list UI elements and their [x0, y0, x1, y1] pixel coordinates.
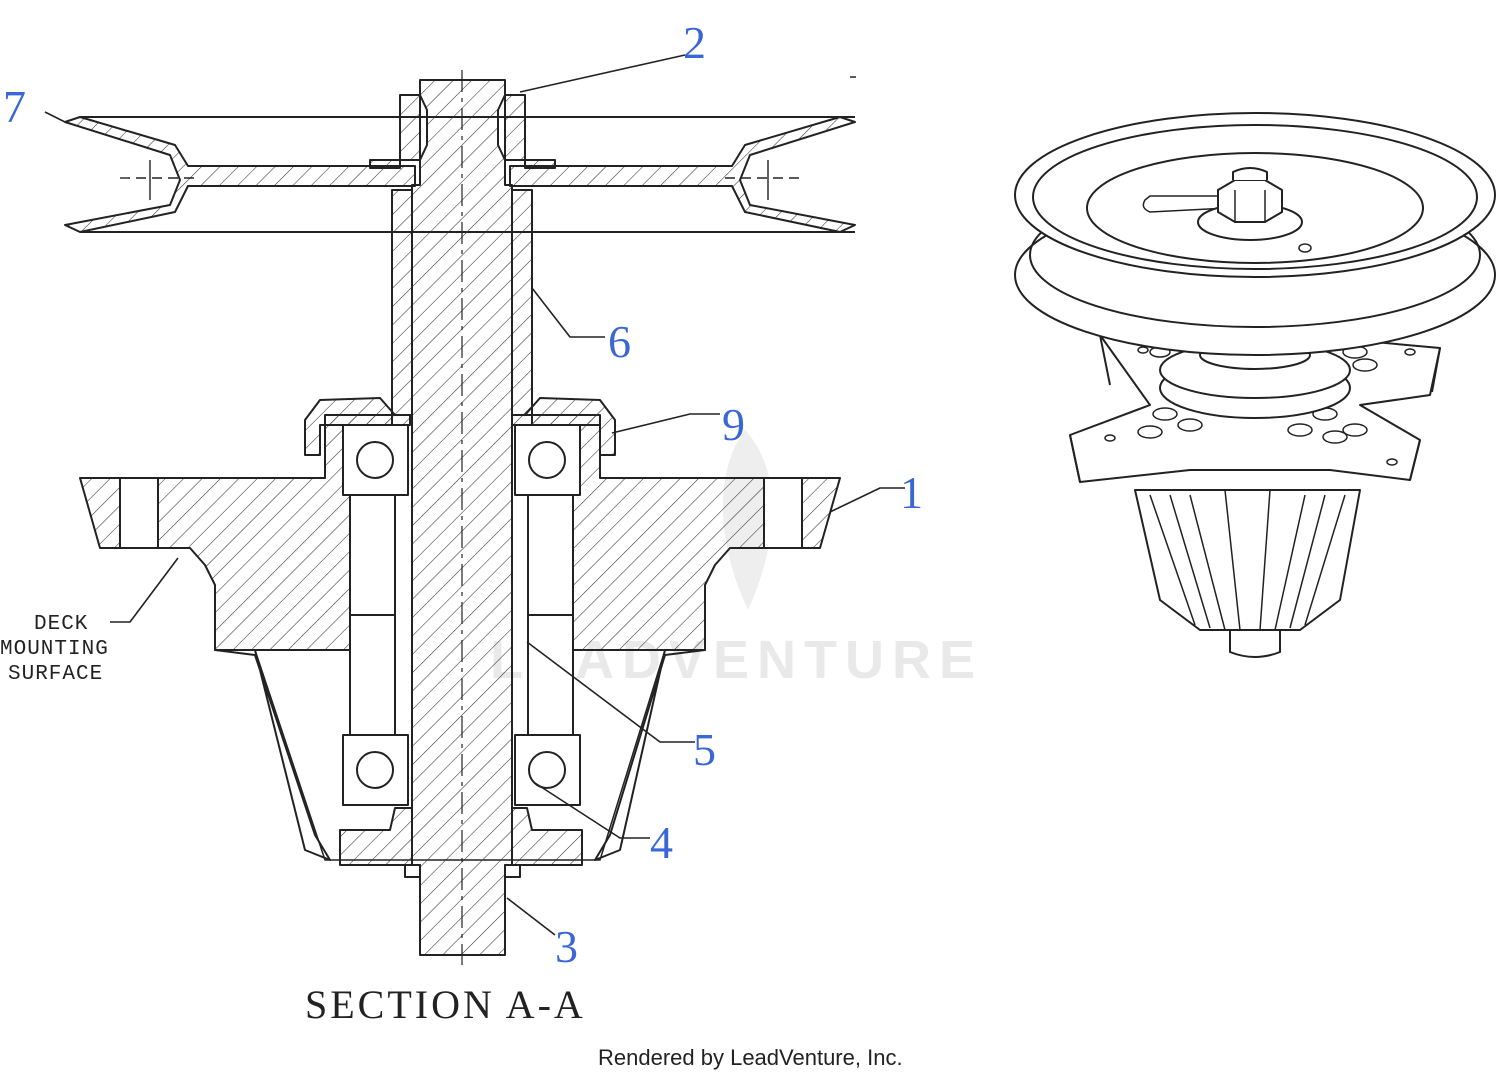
note-line-1: DECK — [34, 613, 88, 636]
callout-7: 7 — [3, 81, 26, 132]
spacer-sleeve — [391, 189, 533, 416]
housing-section — [79, 414, 841, 861]
inner-spacer — [349, 494, 574, 736]
callout-labels: 1 2 3 4 5 6 7 9 — [3, 17, 923, 972]
callout-2: 2 — [683, 17, 706, 68]
bearing-collar — [1159, 340, 1351, 419]
callout-3: 3 — [555, 921, 578, 972]
callout-1: 1 — [900, 467, 923, 518]
hex-nut — [1197, 167, 1303, 241]
mounting-surface-note: DECK MOUNTING SURFACE — [0, 613, 109, 686]
note-line-3: SURFACE — [8, 663, 103, 686]
callout-4: 4 — [650, 817, 673, 868]
note-line-2: MOUNTING — [0, 638, 109, 661]
callout-9: 9 — [722, 399, 745, 450]
lower-collar — [339, 807, 583, 878]
isometric-view — [1014, 112, 1496, 658]
lower-bearings — [342, 734, 581, 806]
shaft-end — [1229, 629, 1281, 658]
section-title: SECTION A-A — [305, 982, 586, 1027]
callout-5: 5 — [693, 724, 716, 775]
section-view — [44, 54, 905, 965]
flange-holes — [1104, 345, 1416, 466]
spindle-shaft — [411, 70, 513, 965]
footer-credit: Rendered by LeadVenture, Inc. — [598, 1045, 903, 1070]
callout-6: 6 — [608, 316, 631, 367]
leader-lines — [44, 54, 905, 936]
pulley-iso — [1014, 112, 1496, 356]
spindle-cone — [1134, 489, 1361, 631]
